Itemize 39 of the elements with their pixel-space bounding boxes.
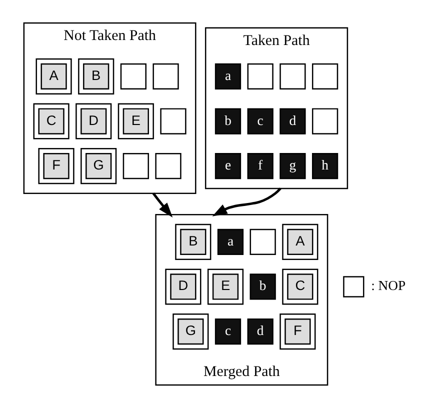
node-box: C (32, 103, 69, 140)
node-box: c (214, 318, 241, 345)
node-box (311, 108, 338, 134)
node-box (246, 63, 273, 90)
node-box: a (216, 228, 244, 256)
node-box: A (282, 224, 318, 260)
legend-label: : NOP (370, 278, 406, 294)
node-box: d (246, 318, 273, 345)
node-box: b (214, 108, 241, 134)
node-box: f (246, 152, 273, 180)
node-box: C (282, 268, 318, 305)
node-box: d (279, 108, 306, 134)
node-box: B (174, 224, 211, 260)
node-box: G (80, 148, 116, 184)
node-box: F (279, 314, 316, 350)
node-box: b (249, 274, 276, 300)
arrow (152, 192, 172, 218)
node-box: D (75, 103, 112, 140)
arrow (212, 188, 281, 216)
node-box: E (206, 268, 244, 305)
node-box (152, 63, 178, 90)
node-box: e (214, 152, 241, 180)
node-box: B (78, 58, 114, 94)
node-box: E (117, 103, 154, 140)
node-box: h (311, 152, 338, 180)
node-box (122, 152, 148, 180)
node-box: c (246, 108, 273, 134)
node-box: a (214, 63, 241, 90)
node-box: g (279, 152, 306, 180)
node-box (160, 108, 186, 134)
node-box (249, 228, 276, 256)
node-box: A (35, 58, 72, 94)
node-box (120, 63, 146, 90)
node-box (311, 63, 338, 90)
node-box: F (38, 148, 74, 184)
node-box (279, 63, 306, 90)
node-box (154, 152, 181, 180)
node-box: G (172, 314, 208, 350)
node-box: D (164, 268, 201, 305)
